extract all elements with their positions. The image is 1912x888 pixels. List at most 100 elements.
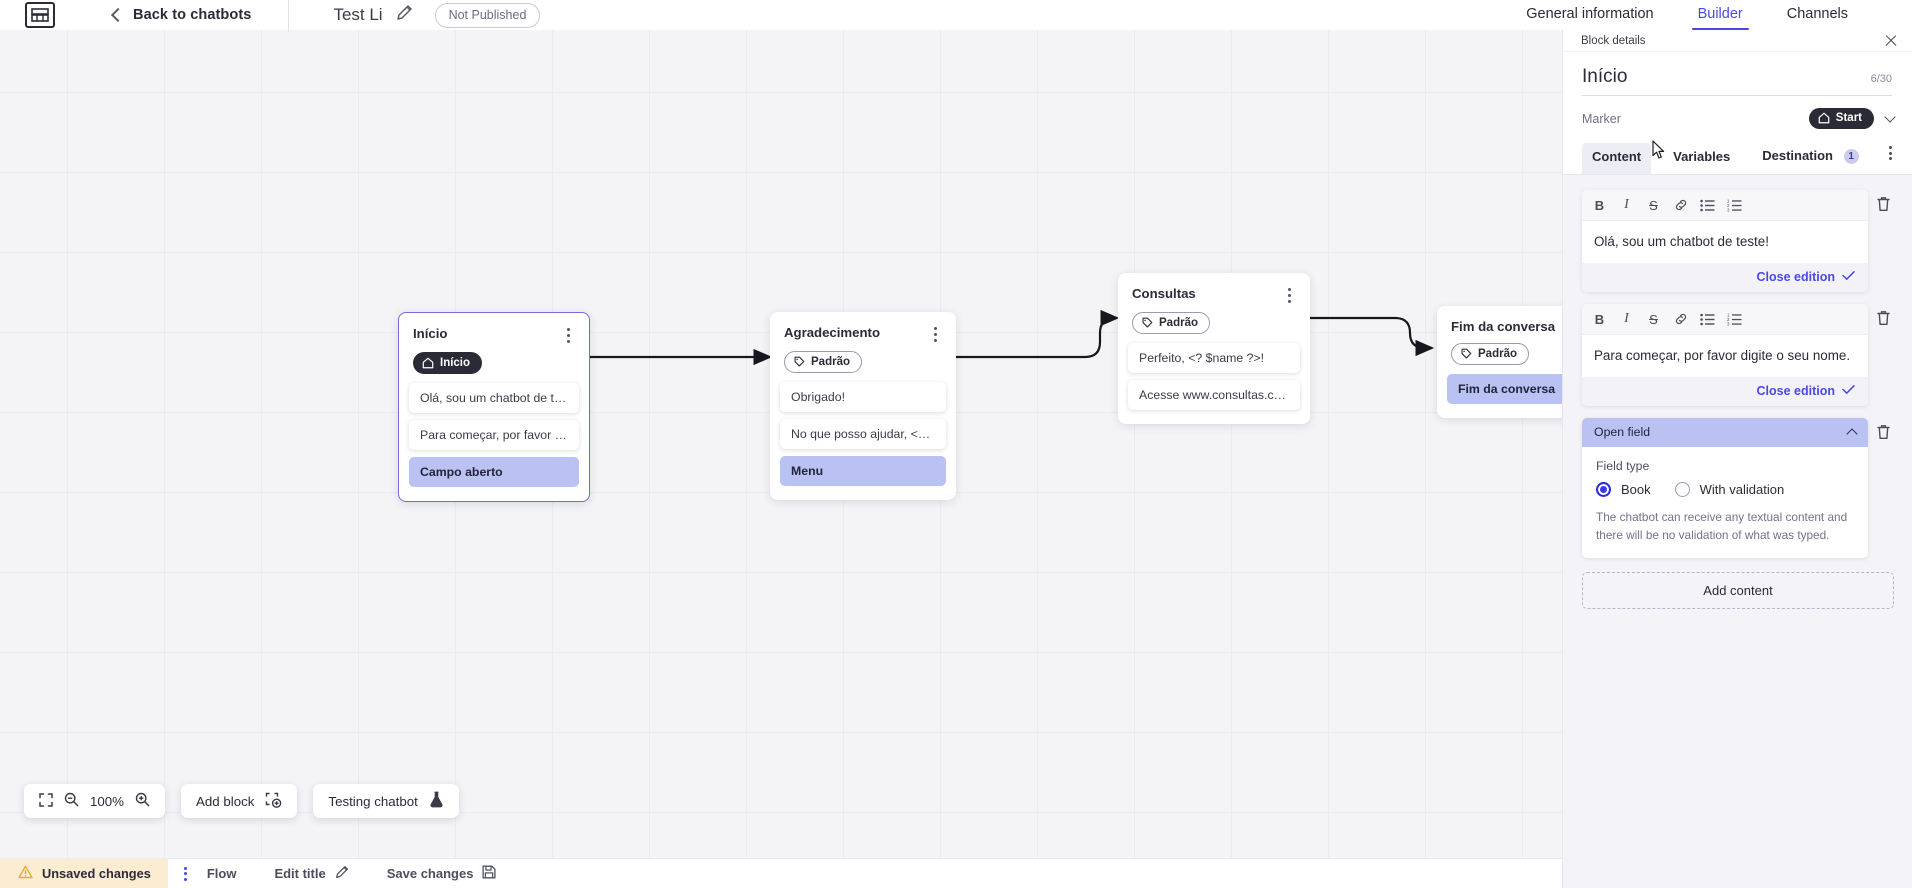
radio-book-label[interactable]: Book [1621,482,1651,498]
italic-icon[interactable]: I [1624,197,1629,212]
field-type-label: Field type [1596,459,1650,474]
add-content-button[interactable]: Add content [1582,572,1894,610]
strikethrough-icon[interactable]: S [1649,311,1658,327]
node-message[interactable]: No que posso ajudar, <? $name ... [780,418,946,449]
node-marker-chip-padrao[interactable]: Padrão [1451,343,1529,365]
node-action-fim-da-conversa[interactable]: Fim da conversa [1447,373,1562,404]
node-message[interactable]: Para começar, por favor digite o ... [409,420,579,450]
close-icon[interactable] [1884,34,1898,48]
flow-node-inicio[interactable]: Início Início Olá, sou um chatbot de tes… [398,312,590,502]
node-message[interactable]: Acesse www.consultas.com par... [1128,379,1300,410]
editor-toolbar: B I S [1582,304,1868,336]
tab-channels[interactable]: Channels [1786,5,1848,22]
trash-icon[interactable] [1876,418,1894,445]
editor-footer: Close edition [1582,263,1868,293]
tab-destination[interactable]: Destination 1 [1752,142,1868,174]
page-title: Início [1582,66,1628,87]
marker-label: Marker [1582,111,1621,126]
node-title: Fim da conversa [1451,319,1556,334]
node-menu-icon[interactable] [927,325,943,342]
content-editor-block: B I S [1582,304,1894,407]
node-marker-chip-start[interactable]: Início [413,352,483,374]
close-edition-button[interactable]: Close edition [1756,384,1835,399]
svg-text:2: 2 [1727,203,1730,208]
save-changes-button[interactable]: Save changes [387,865,497,882]
node-marker-chip-padrao[interactable]: Padrão [784,351,862,373]
node-header: Fim da conversa [1437,306,1562,334]
back-to-chatbots-label: Back to chatbots [133,7,252,23]
tab-builder[interactable]: Builder [1691,6,1749,31]
chatbot-logo-icon[interactable] [25,2,55,28]
warning-triangle-icon [18,865,33,882]
node-menu-icon[interactable] [1281,286,1297,303]
flow-node-agradecimento[interactable]: Agradecimento Padrão Obrigado! No que po… [770,312,956,500]
trash-icon[interactable] [1876,304,1894,331]
add-block-icon [265,792,282,811]
tab-destination-label: Destination [1762,148,1834,163]
svg-text:1: 1 [1727,199,1730,204]
close-edition-button[interactable]: Close edition [1756,270,1835,285]
node-action-menu[interactable]: Menu [780,455,946,486]
radio-with-validation-label[interactable]: With validation [1699,482,1785,498]
add-block-button[interactable]: Add block [181,784,298,818]
panel-more-options-icon[interactable] [1883,146,1898,170]
chevron-down-icon[interactable] [1884,110,1896,123]
node-header: Início [399,313,589,343]
radio-book[interactable] [1596,482,1611,498]
flow-node-fim-da-conversa[interactable]: Fim da conversa Padrão Fim da conversa [1437,306,1562,418]
trash-icon[interactable] [1876,190,1894,217]
tab-variables[interactable]: Variables [1663,143,1740,174]
editor-text[interactable]: Olá, sou um chatbot de teste! [1594,234,1769,249]
tab-general-information[interactable]: General information [1526,5,1654,22]
node-chip-row: Padrão [1118,303,1310,343]
zoom-in-icon[interactable] [135,792,150,810]
bullet-list-icon[interactable] [1694,194,1721,216]
chevron-left-icon [110,7,126,23]
numbered-list-icon[interactable]: 1 2 3 [1721,194,1748,216]
open-field-header[interactable]: Open field [1582,418,1868,448]
tab-variables-label: Variables [1673,148,1731,164]
node-title: Agradecimento [784,325,880,340]
content-editor-block: B I S [1582,190,1894,293]
flow-canvas[interactable]: Início Início Olá, sou um chatbot de tes… [0,30,1562,858]
home-icon [1818,112,1830,124]
open-field-block: Open field Field type Book With validati… [1582,418,1894,559]
node-message[interactable]: Olá, sou um chatbot de teste! [409,383,579,413]
marker-row: Marker Start [1563,96,1912,129]
bullet-list-icon[interactable] [1694,308,1721,330]
status-more-options-icon[interactable] [183,866,187,881]
tag-icon [1142,317,1153,327]
back-to-chatbots-button[interactable]: Back to chatbots [110,7,252,23]
link-icon[interactable] [1667,308,1694,330]
radio-with-validation[interactable] [1674,482,1690,498]
canvas-toolbar: 100% Add block [24,784,459,818]
flow-button[interactable]: Flow [207,866,237,881]
node-action-campo-aberto[interactable]: Campo aberto [409,457,579,487]
rich-text-editor[interactable]: B I S [1582,190,1868,293]
node-menu-icon[interactable] [560,326,576,343]
zoom-out-icon[interactable] [64,792,79,810]
strikethrough-icon[interactable]: S [1649,197,1658,213]
node-chip-row: Padrão [1437,334,1562,374]
numbered-list-icon[interactable]: 1 2 3 [1721,308,1748,330]
chevron-up-icon[interactable] [1846,427,1858,440]
editor-text[interactable]: Para começar, por favor digite o seu nom… [1594,348,1851,364]
pencil-icon[interactable] [396,4,413,26]
bold-icon[interactable]: B [1594,311,1605,327]
node-message[interactable]: Perfeito, <? $name ?>! [1128,342,1300,373]
edit-title-button[interactable]: Edit title [274,865,348,882]
node-marker-chip-padrao[interactable]: Padrão [1132,312,1210,334]
node-message[interactable]: Obrigado! [780,381,946,412]
editor-toolbar: B I S [1582,190,1868,221]
marker-select-start[interactable]: Start [1808,108,1874,129]
open-field-card: Open field Field type Book With validati… [1582,418,1868,559]
testing-chatbot-button[interactable]: Testing chatbot [313,784,459,818]
rich-text-editor[interactable]: B I S [1582,304,1868,407]
bold-icon[interactable]: B [1594,197,1605,213]
divider [288,0,290,32]
flow-node-consultas[interactable]: Consultas Padrão Perfeito, <? $name ?>! … [1118,273,1310,424]
italic-icon[interactable]: I [1624,311,1629,327]
link-icon[interactable] [1667,194,1694,216]
tab-content[interactable]: Content [1582,142,1652,174]
fit-screen-icon[interactable] [39,792,53,810]
